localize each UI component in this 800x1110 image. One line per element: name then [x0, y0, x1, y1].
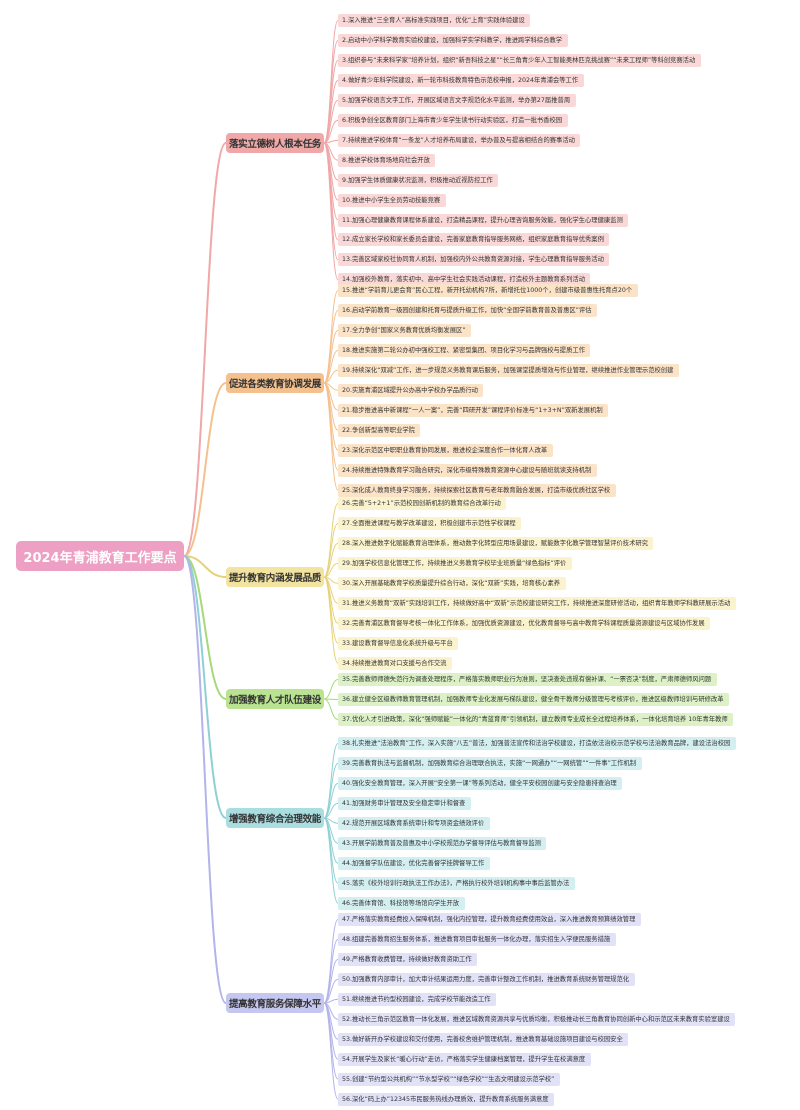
leaf-item: 52.推动长三角示范区教育一体化发展，推进区域教育资源共享与优质均衡，积极推动长… [338, 1012, 735, 1026]
leaf-item: 5.加强学校语言文字工作，开展区域语言文字规范化水平监测，举办第27届推普周 [338, 93, 576, 107]
leaf-item: 24.持续推进特殊教育学习融合研究，深化市级特殊教育资源中心建设与随班就读支持机… [338, 463, 597, 477]
leaf-item: 49.严格教育收费管理，持续做好教育资助工作 [338, 952, 477, 966]
connector-line [323, 782, 339, 819]
leaf-item: 38.扎实推进“法治教育”工作，深入实施“八五”普法，加强普法宣传和法治学校建设… [338, 737, 736, 750]
leaf-item: 27.全面推进课程与教学改革建设，积极创建市示范性学校课程 [338, 516, 521, 530]
connector-line [323, 576, 339, 644]
leaf-item: 1.深入推进“三全育人”高标准实践项目，优化“上育”实践体验建设 [338, 14, 530, 27]
connector-line [323, 817, 339, 884]
branch-topic: 增强教育综合治理效能 [226, 808, 324, 828]
leaf-item: 30.深入开展基础教育学校质量提升综合行动，深化“双新”实践，培育核心素养 [338, 576, 566, 590]
connector-line [323, 802, 339, 819]
leaf-item: 42.规范开展区域教育系统审计和专项资金绩效评价 [338, 816, 490, 830]
connector-line [323, 349, 339, 384]
leaf-item: 4.做好青少年科学院建设，新一轮市科技教育特色示范校申报，2024年青浦会等工作 [338, 73, 584, 87]
leaf-item: 43.开展学前教育普及普惠及中小学校规范办学督导评估与教育督导监测 [338, 836, 546, 850]
connector-line [183, 142, 227, 557]
connector-line [323, 119, 339, 144]
connector-line [323, 576, 339, 664]
connector-line [323, 290, 339, 384]
leaf-item: 32.完善青浦区教育督导考核一体化工作体系，加强优质资源建设，优化教育督导与高中… [338, 616, 710, 630]
leaf-item: 14.加强校外教育，落实初中、高中学生社会实践活动课程，打造校外主题教育系列活动 [338, 273, 590, 287]
leaf-item: 47.严格落实教育经费投入保障机制，强化内控管理，提升教育经费使用效益，深入推进… [338, 913, 641, 926]
connector-line [323, 142, 339, 241]
connector-line [323, 958, 339, 1004]
connector-line [323, 142, 339, 281]
branch-topic: 落实立德树人根本任务 [226, 133, 324, 153]
connector-line [323, 503, 339, 578]
connector-line [183, 555, 227, 819]
leaf-item: 7.持续推进学校体育“一条龙”人才培养布局建设，举办普及与提高相结合的赛事活动 [338, 133, 580, 147]
leaf-item: 2.启动中小学科学教育实验校建设，加强科学实学科教学，推进跨学科综合教学 [338, 33, 568, 47]
leaf-item: 51.继续推进节约型校园建设，完成学校节能改造工作 [338, 992, 496, 1006]
leaf-item: 6.积极争创全区教育部门上海市青少年学生读书行动实验区，打造一批书香校园 [338, 113, 568, 127]
leaf-item: 37.优化人才引进政策，深化“强师赋能”一体化的“青蓝育师”引领机制，建立教师专… [338, 712, 733, 726]
connector-line [323, 522, 339, 578]
leaf-item: 13.完善区域家校社协同育人机制，加强校内外公共教育资源对接，学生心理教育指导服… [338, 253, 609, 267]
connector-line [323, 309, 339, 384]
leaf-item: 41.加强财务审计管理及安全稳定审计和督查 [338, 796, 471, 810]
leaf-item: 48.组建完善教育招生服务体系，推进教育项目审批服务一体化办理，落实招生入学便民… [338, 932, 616, 946]
leaf-item: 21.稳步推进高中新课程“一人一案”，完善“四研开发”课程评价标准与“1+3+N… [338, 403, 608, 417]
root-topic: 2024年青浦教育工作要点 [16, 541, 184, 571]
leaf-item: 17.全力争创“国家义务教育优质均衡发展区” [338, 323, 471, 337]
connector-line [323, 698, 339, 720]
leaf-item: 39.完善教育执法与监督机制，加强教育综合治理联合执法，实施“一网通办”“一网统… [338, 756, 642, 770]
leaf-item: 15.推进“学前育儿更会育”民心工程，新开托幼机构7所，新增托位1000个，创建… [338, 284, 638, 297]
leaf-item: 12.成立家长学校和家长委员会建设，完善家庭教育指导服务网络，组织家庭教育指导优… [338, 233, 609, 247]
leaf-item: 40.强化安全教育管理，深入开展“安全第一课”等系列活动，健全平安校园创建与安全… [338, 776, 622, 790]
leaf-item: 36.建立健全区级教师教育管理机制，加强教师专业化发展与梯队建设，健全骨干教师分… [338, 692, 729, 706]
leaf-item: 11.加强心理健康教育课程体系建设，打造精品课程，提升心理咨询服务效能，强化学生… [338, 213, 628, 227]
connector-line [183, 555, 227, 1004]
leaf-item: 29.加强学校信息化管理工作，持续推进义务教育学校毕业班质量“绿色指标”评价 [338, 556, 572, 570]
connector-line [323, 382, 339, 491]
connector-line [323, 679, 339, 700]
connector-line [183, 382, 227, 557]
connector-line [183, 555, 227, 578]
leaf-item: 35.完善教师师德失范行为调查处理程序，严格落实教师职业行为准则，坚决查处违规有… [338, 673, 717, 686]
leaf-item: 10.推进中小学生全员劳动技能竞赛 [338, 193, 446, 207]
leaf-item: 53.做好新开办学校建设和交付使用，完善校舍维护管理机制，推进教育基础设施项目建… [338, 1032, 628, 1046]
connector-line [183, 555, 227, 700]
connector-line [323, 369, 339, 384]
leaf-item: 20.实施青浦区域提升公办高中学校办学品质行动 [338, 383, 483, 397]
leaf-item: 22.争创新型高等职业学院 [338, 423, 420, 437]
leaf-item: 34.持续推进教育对口支援与合作交流 [338, 656, 452, 670]
leaf-item: 45.落实《校外培训行政执法工作办法》，严格执行校外培训机构事中事后监管办法 [338, 876, 575, 890]
connector-line [323, 99, 339, 144]
connector-line [323, 938, 339, 1004]
leaf-item: 46.完善体育馆、科技馆等场馆向学生开放 [338, 896, 465, 910]
leaf-item: 31.推进义务教育“双新”实践培训工作，持续做好高中“双新”示范校建设研究工作，… [338, 596, 736, 610]
leaf-item: 25.深化成人教育终身学习服务，持续探索社区教育与老年教育融合发展，打造市级优质… [338, 483, 616, 497]
branch-topic: 促进各类教育协调发展 [226, 373, 324, 393]
leaf-item: 33.建设教育督导信息化系统升级与平台 [338, 636, 458, 650]
connector-line [323, 1002, 339, 1100]
connector-line [323, 743, 339, 819]
leaf-item: 54.开展学生及家长“暖心行动”走访，严格落实学生健康档案管理，提升学生在校满意… [338, 1052, 591, 1066]
connector-line [323, 817, 339, 904]
connector-line [323, 562, 339, 578]
leaf-item: 56.深化“码上办”12345市民服务热线办理质效，提升教育系统服务满意度 [338, 1092, 554, 1106]
leaf-item: 28.深入推进数字化赋能教育治理体系，推动数字化转型应用场景建设，赋能数字化教学… [338, 536, 653, 550]
leaf-item: 9.加强学生体质健康状况监测，积极推动近视防控工作 [338, 173, 498, 187]
connector-line [323, 1002, 339, 1080]
leaf-item: 55.创建“节约型公共机构”“节水型学校”“绿色学校”“生态文明建设示范学校” [338, 1072, 560, 1086]
branch-topic: 加强教育人才队伍建设 [226, 689, 324, 709]
leaf-item: 8.推进学校体育场地向社会开放 [338, 153, 435, 167]
branch-topic: 提升教育内涵发展品质 [226, 567, 324, 587]
leaf-item: 23.深化示范区中职职业教育协同发展，推进校企深度合作一体化育人改革 [338, 443, 553, 457]
connector-line [323, 542, 339, 578]
leaf-item: 18.推进实施第二轮公办初中强校工程、紧密型集团、项目化学习与品牌强校与提质工作 [338, 343, 590, 357]
leaf-item: 26.完善“5+2+1”示范校园创新机制的教育综合改革行动 [338, 497, 506, 510]
branch-topic: 提高教育服务保障水平 [226, 993, 324, 1013]
leaf-item: 44.加强督学队伍建设，优化完善督学挂牌督导工作 [338, 856, 490, 870]
leaf-item: 3.组织参与“未来科学家”培养计划，组织“新吾科技之星”“长三角青少年人工智能奥… [338, 53, 701, 67]
connector-line [323, 978, 339, 1004]
connector-line [323, 39, 339, 144]
leaf-item: 50.加强教育内部审计，加大审计结果运用力度，完善审计整改工作机制，推进教育系统… [338, 972, 635, 986]
leaf-item: 16.启动学前教育一级园创建和托育与提质升级工作，加快“全国学前教育普及普惠区”… [338, 303, 597, 317]
leaf-item: 19.持续深化“双减”工作，进一步规范义务教育课后服务，加强课堂提质增效与作业管… [338, 363, 679, 377]
